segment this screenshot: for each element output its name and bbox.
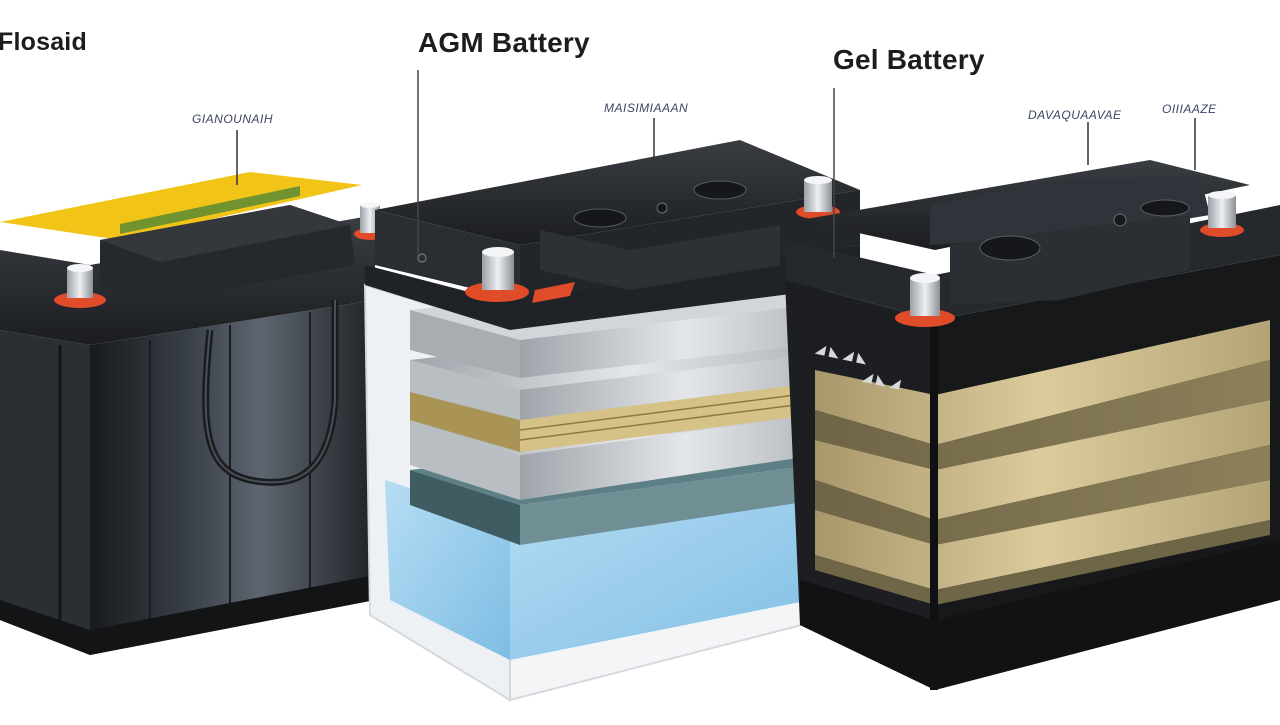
agm-callout-label: MAISIMIAAAN xyxy=(604,101,689,115)
flooded-callout-label: GIANOUNAIH xyxy=(192,112,274,126)
gel-terminal-left xyxy=(910,278,940,316)
agm-terminal-left xyxy=(482,252,514,290)
flooded-case-side xyxy=(90,300,375,655)
agm-battery-title: AGM Battery xyxy=(418,27,590,58)
flooded-battery-title: Flosaid xyxy=(0,28,87,56)
gel-terminal-right xyxy=(1208,195,1236,228)
gel-battery-title: Gel Battery xyxy=(833,44,985,75)
flooded-case-front xyxy=(0,330,90,655)
gel-callout-label-2: OIIIAAZE xyxy=(1162,102,1217,116)
gel-battery: ◢ ◣ ◢ ◣ ◢ ◣ ◢ xyxy=(785,88,1280,690)
gel-electrolyte xyxy=(815,320,1270,445)
flooded-yellow-label xyxy=(0,172,362,240)
flooded-terminal-left xyxy=(67,268,93,298)
gel-callout-label-1: DAVAQUAAVAE xyxy=(1028,108,1122,122)
agm-terminal-right xyxy=(804,180,832,212)
flooded-battery xyxy=(0,130,386,655)
agm-battery xyxy=(363,70,861,702)
